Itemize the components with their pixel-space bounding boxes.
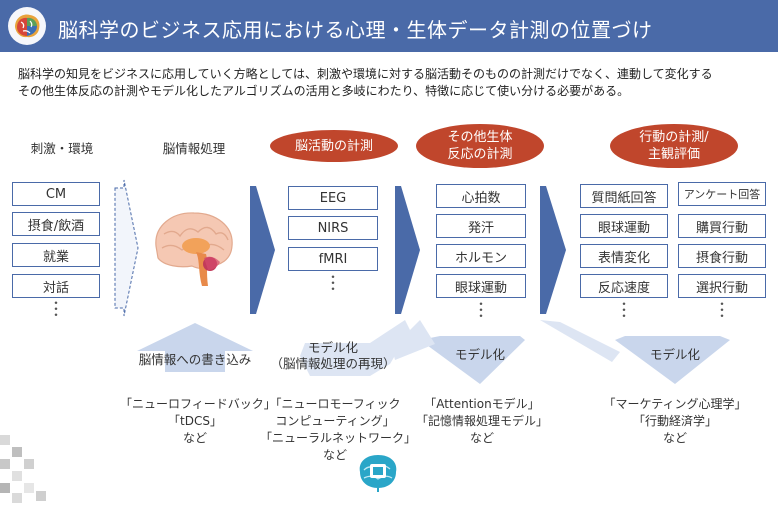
stimulus-item: 対話 (12, 274, 100, 298)
behavior-item: アンケート回答 (678, 182, 766, 206)
pill-behavior-line-1: 行動の計測/ (639, 130, 709, 145)
label-stimulus: 刺激・環境 (30, 141, 94, 156)
example-line: など (662, 431, 687, 445)
arrow-attention-left-fan (392, 320, 435, 360)
behavior-left-ellipsis: ・ ・ ・ (617, 297, 630, 323)
example-line: コンピューティング」 (275, 414, 395, 428)
arrow-attention (420, 336, 525, 384)
example-line: 「ニューロフィードバック」 (120, 397, 276, 411)
arrow-marketing (615, 336, 730, 384)
behavior-item: 購買行動 (678, 214, 766, 238)
example-line: 「ニューラルネットワーク」 (260, 431, 417, 445)
arrow-writing (137, 323, 253, 372)
example-line: など (469, 431, 494, 445)
pill-behavior-line-2: 主観評価 (647, 147, 700, 162)
examples-marketing: 「マーケティング心理学」 「行動経済学」 など (595, 396, 755, 447)
behavior-item: 反応速度 (580, 274, 668, 298)
brain-illustration-icon (155, 212, 233, 286)
example-line: 「ニューロモーフィック (269, 397, 401, 411)
corner-decoration (0, 435, 46, 503)
brain-item: NIRS (288, 216, 378, 240)
brain-ellipsis: ・ ・ ・ (326, 270, 339, 296)
arrow-label-neuromorphic: モデル化 （脳情報処理の再現） (268, 340, 398, 372)
arrow-label-writing: 脳情報への書き込み (138, 352, 252, 367)
arrow-label-marketing: モデル化 (649, 347, 700, 362)
bio-item: 心拍数 (436, 184, 526, 208)
behavior-item: 表情変化 (580, 244, 668, 268)
arrow-label-neuromorphic-line-2: （脳情報処理の再現） (270, 356, 396, 371)
stimulus-item: 就業 (12, 243, 100, 267)
arrow-marketing-left-fan (540, 320, 620, 362)
pill-bio-measure: その他生体 反応の計測 (416, 124, 544, 168)
arrow-label-neuromorphic-line-1: モデル化 (307, 340, 358, 355)
brain-item: EEG (288, 186, 378, 210)
behavior-item: 選択行動 (678, 274, 766, 298)
example-line: 「記憶情報処理モデル」 (415, 414, 548, 428)
pill-behavior-measure: 行動の計測/ 主観評価 (610, 124, 738, 168)
behavior-right-ellipsis: ・ ・ ・ (715, 297, 728, 323)
label-processing: 脳情報処理 (162, 141, 226, 156)
page-title: 脳科学のビジネス応用における心理・生体データ計測の位置づけ (58, 18, 653, 42)
brain-item: fMRI (288, 247, 378, 271)
bio-ellipsis: ・ ・ ・ (474, 297, 487, 323)
ai-brain-icon (359, 455, 397, 492)
brain-logo-icon (8, 7, 46, 45)
bio-item: 発汗 (436, 214, 526, 238)
intro-paragraph: 脳科学の知見をビジネスに応用していく方略としては、刺激や環境に対する脳活動そのも… (18, 66, 768, 100)
flow-arrow-to-bio (395, 186, 420, 314)
examples-neuromorphic: 「ニューロモーフィック コンピューティング」 「ニューラルネットワーク」 など (260, 396, 417, 464)
behavior-item: 眼球運動 (580, 214, 668, 238)
dashed-flow-arrow (114, 179, 139, 317)
example-line: など (322, 448, 347, 462)
pill-bio-line-2: 反応の計測 (447, 147, 513, 162)
example-line: 「マーケティング心理学」 (603, 397, 747, 411)
behavior-item: 質問紙回答 (580, 184, 668, 208)
pill-bio-line-1: その他生体 (447, 130, 513, 145)
examples-attention: 「Attentionモデル」 「記憶情報処理モデル」 など (402, 396, 562, 447)
stimulus-ellipsis: ・ ・ ・ (49, 296, 62, 322)
arrow-neuromorphic (300, 320, 410, 376)
examples-writing: 「ニューロフィードバック」 「tDCS」 など (120, 396, 276, 447)
stimulus-item: 摂食/飲酒 (12, 212, 100, 236)
arrow-label-attention: モデル化 (454, 347, 505, 362)
pill-brain-measure: 脳活動の計測 (270, 130, 398, 162)
header-bar: 脳科学のビジネス応用における心理・生体データ計測の位置づけ (0, 0, 778, 52)
intro-line-1: 脳科学の知見をビジネスに応用していく方略としては、刺激や環境に対する脳活動そのも… (18, 67, 713, 81)
behavior-item: 摂食行動 (678, 244, 766, 268)
bio-item: 眼球運動 (436, 274, 526, 298)
example-line: など (182, 431, 207, 445)
example-line: 「行動経済学」 (632, 414, 717, 428)
stimulus-item: CM (12, 182, 100, 206)
flow-arrow-to-behavior (540, 186, 566, 314)
bio-item: ホルモン (436, 244, 526, 268)
example-line: 「tDCS」 (168, 414, 222, 428)
flow-arrow-to-brain (250, 186, 275, 314)
intro-line-2: その他生体反応の計測やモデル化したアルゴリズムの活用と多岐にわたり、特徴に応じて… (18, 84, 630, 98)
example-line: 「Attentionモデル」 (424, 397, 540, 411)
